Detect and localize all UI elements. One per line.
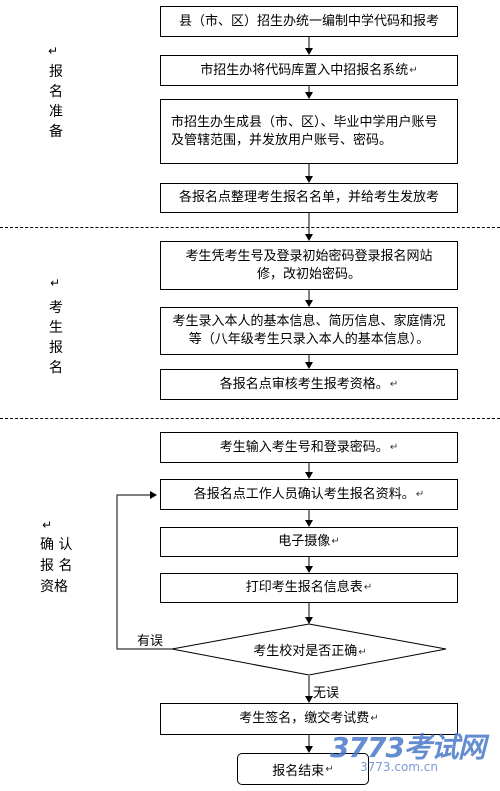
branch-label-ok: 无误: [313, 686, 340, 701]
stage-label-confirm-1: 确 认: [40, 537, 73, 553]
watermark-logo: 3773考试网: [330, 731, 486, 764]
paragraph-mark: ↵: [42, 518, 53, 532]
step-print-form: 打印考生报名信息表↵: [160, 573, 458, 603]
step-enter-id-password: 考生输入考生号和登录密码。↵: [160, 432, 458, 463]
decision-label: 考生校对是否正确↵: [253, 644, 367, 659]
end-terminal: 报名结束↵: [237, 753, 369, 785]
loop-back-line: [116, 491, 174, 650]
stage-label-prep: 报名准备: [49, 64, 63, 140]
divider-prep-student: [0, 227, 500, 228]
paragraph-mark: ↵: [50, 276, 61, 290]
step-import-codes: 市招生办将代码库置入中招报名系统↵: [160, 55, 458, 86]
step-generate-school-codes: 县（市、区）招生办统一编制中学代码和报考: [160, 6, 458, 37]
step-login-change-password: 考生凭考生号及登录初始密码登录报名网站修，改初始密码。: [160, 241, 458, 290]
decision-diamond: [171, 623, 447, 676]
watermark-url: 3773.com.cn: [360, 760, 438, 774]
step-enter-info: 考生录入本人的基本信息、简历信息、家庭情况等（八年级考生只录入本人的基本信息）。: [160, 307, 458, 355]
step-issue-accounts: 市招生办生成县（市、区）、毕业中学用户账号及管辖范围，并发放用户账号、密码。: [160, 99, 458, 164]
step-photo: 电子摄像↵: [160, 527, 458, 557]
step-issue-candidate-list: 各报名点整理考生报名名单，并给考生发放考: [160, 183, 458, 213]
paragraph-mark: ↵: [48, 44, 59, 58]
step-review-eligibility: 各报名点审核考生报考资格。↵: [160, 369, 458, 400]
step-confirm-materials: 各报名点工作人员确认考生报名资料。↵: [160, 479, 458, 510]
stage-label-confirm-2: 报 名: [40, 558, 73, 574]
divider-student-confirm: [0, 418, 500, 419]
branch-label-error: 有误: [137, 634, 164, 649]
stage-label-student: 考生报名: [49, 300, 63, 376]
step-sign-and-pay: 考生签名，缴交考试费↵: [160, 703, 458, 735]
stage-label-confirm-3: 资格: [40, 579, 68, 595]
